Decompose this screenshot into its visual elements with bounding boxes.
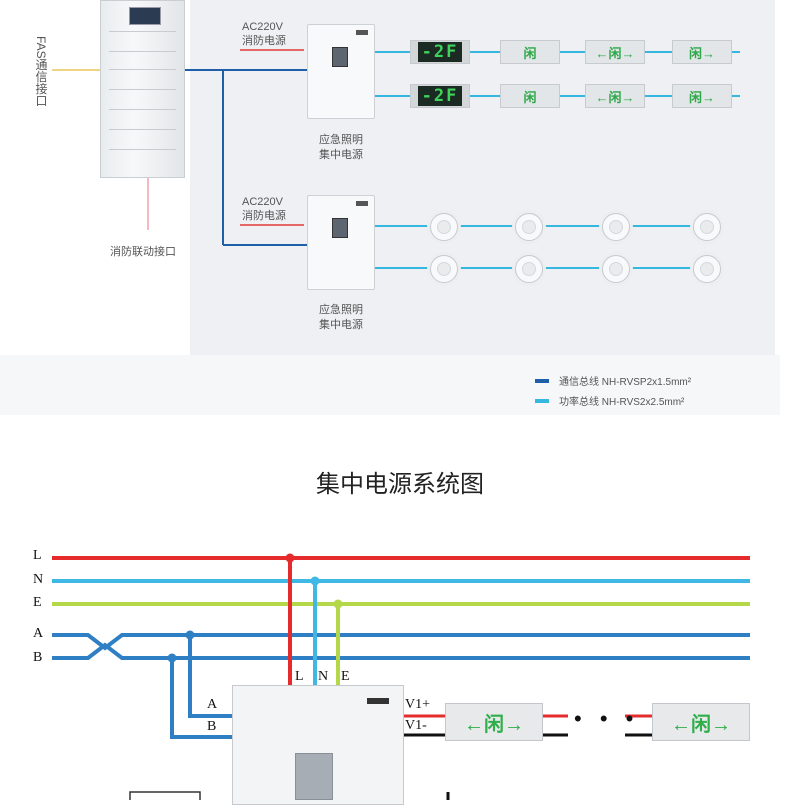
- wiring-diagram-svg: [52, 553, 750, 800]
- module-label-N: N: [318, 669, 329, 684]
- emergency-lamp: [515, 255, 543, 283]
- exit-sign-row2-b: ←闲→: [585, 84, 645, 108]
- module-input-B: B: [207, 719, 217, 734]
- exit-sign-1: ←闲→: [445, 703, 543, 741]
- group2-ac-source: 消防电源: [242, 210, 286, 222]
- junction-B: [167, 653, 177, 663]
- diagram-title: 集中电源系统图: [316, 471, 484, 498]
- floor-sign-row2: -2F: [410, 84, 470, 108]
- emergency-lamp: [602, 213, 630, 241]
- legend-item-power-bus: 功率总线 NH-RVS2x2.5mm²: [535, 393, 684, 408]
- group1-ac-label: AC220V 消防电源: [242, 20, 286, 48]
- drop-B: [170, 658, 232, 739]
- legend-label-comm: 通信总线 NH-RVSP2x1.5mm²: [559, 377, 692, 388]
- drop-A: [188, 635, 232, 718]
- output-label-v1minus: V1-: [405, 718, 427, 733]
- junction-N: [310, 576, 320, 586]
- emergency-lamp: [602, 255, 630, 283]
- emergency-lamp: [693, 213, 721, 241]
- line-B: [52, 642, 750, 660]
- lower-device-outline: [129, 791, 201, 800]
- group1-ac-source: 消防电源: [242, 35, 286, 47]
- module-logo: [367, 698, 389, 704]
- group2-ac-voltage: AC220V: [242, 196, 283, 208]
- label-N: N: [33, 572, 44, 587]
- central-power-module: [232, 685, 404, 805]
- line-A: [52, 633, 750, 651]
- module-keypad: [295, 753, 333, 800]
- group1-psu-line1: 应急照明: [319, 134, 363, 146]
- exit-sign-row2-c: 闲→: [672, 84, 732, 108]
- exit-sign-2: ←闲→: [652, 703, 750, 741]
- group2-ac-label: AC220V 消防电源: [242, 195, 286, 223]
- group1-power-supply: [307, 24, 375, 119]
- control-cabinet: [100, 0, 185, 178]
- label-E: E: [33, 595, 42, 610]
- linkage-interface-label: 消防联动接口: [110, 246, 176, 258]
- group2-psu-line1: 应急照明: [319, 304, 363, 316]
- module-label-L: L: [295, 669, 304, 684]
- group1-psu-label: 应急照明 集中电源: [306, 133, 376, 163]
- continuation-dots: • • •: [574, 706, 640, 731]
- junction-E: [333, 599, 343, 609]
- floor-sign-row1: -2F: [410, 40, 470, 64]
- exit-sign-row1-c: 闲→: [672, 40, 732, 64]
- label-A: A: [33, 626, 44, 641]
- legend-background: [0, 355, 780, 415]
- legend-label-power: 功率总线 NH-RVS2x2.5mm²: [559, 397, 685, 408]
- exit-sign-row1-a: 闲: [500, 40, 560, 64]
- junction-L: [285, 553, 295, 563]
- emergency-lamp: [515, 213, 543, 241]
- cabinet-screen: [129, 7, 161, 25]
- legend-swatch-comm: [535, 378, 549, 383]
- legend-item-comm-bus: 通信总线 NH-RVSP2x1.5mm²: [535, 373, 691, 388]
- fas-interface-label: FAS通信接口: [34, 36, 48, 107]
- exit-sign-row1-b: ←闲→: [585, 40, 645, 64]
- junction-A: [185, 630, 195, 640]
- module-label-E: E: [341, 669, 350, 684]
- group2-psu-line2: 集中电源: [319, 319, 363, 331]
- exit-sign-row2-a: 闲: [500, 84, 560, 108]
- group2-power-supply: [307, 195, 375, 290]
- output-label-v1plus: V1+: [405, 697, 431, 712]
- emergency-lamp: [430, 255, 458, 283]
- group1-psu-line2: 集中电源: [319, 149, 363, 161]
- module-input-A: A: [207, 697, 218, 712]
- group2-psu-label: 应急照明 集中电源: [306, 303, 376, 333]
- emergency-lamp: [693, 255, 721, 283]
- legend-swatch-power: [535, 398, 549, 403]
- label-L: L: [33, 548, 42, 563]
- label-B: B: [33, 650, 43, 665]
- emergency-lamp: [430, 213, 458, 241]
- group1-ac-voltage: AC220V: [242, 21, 283, 33]
